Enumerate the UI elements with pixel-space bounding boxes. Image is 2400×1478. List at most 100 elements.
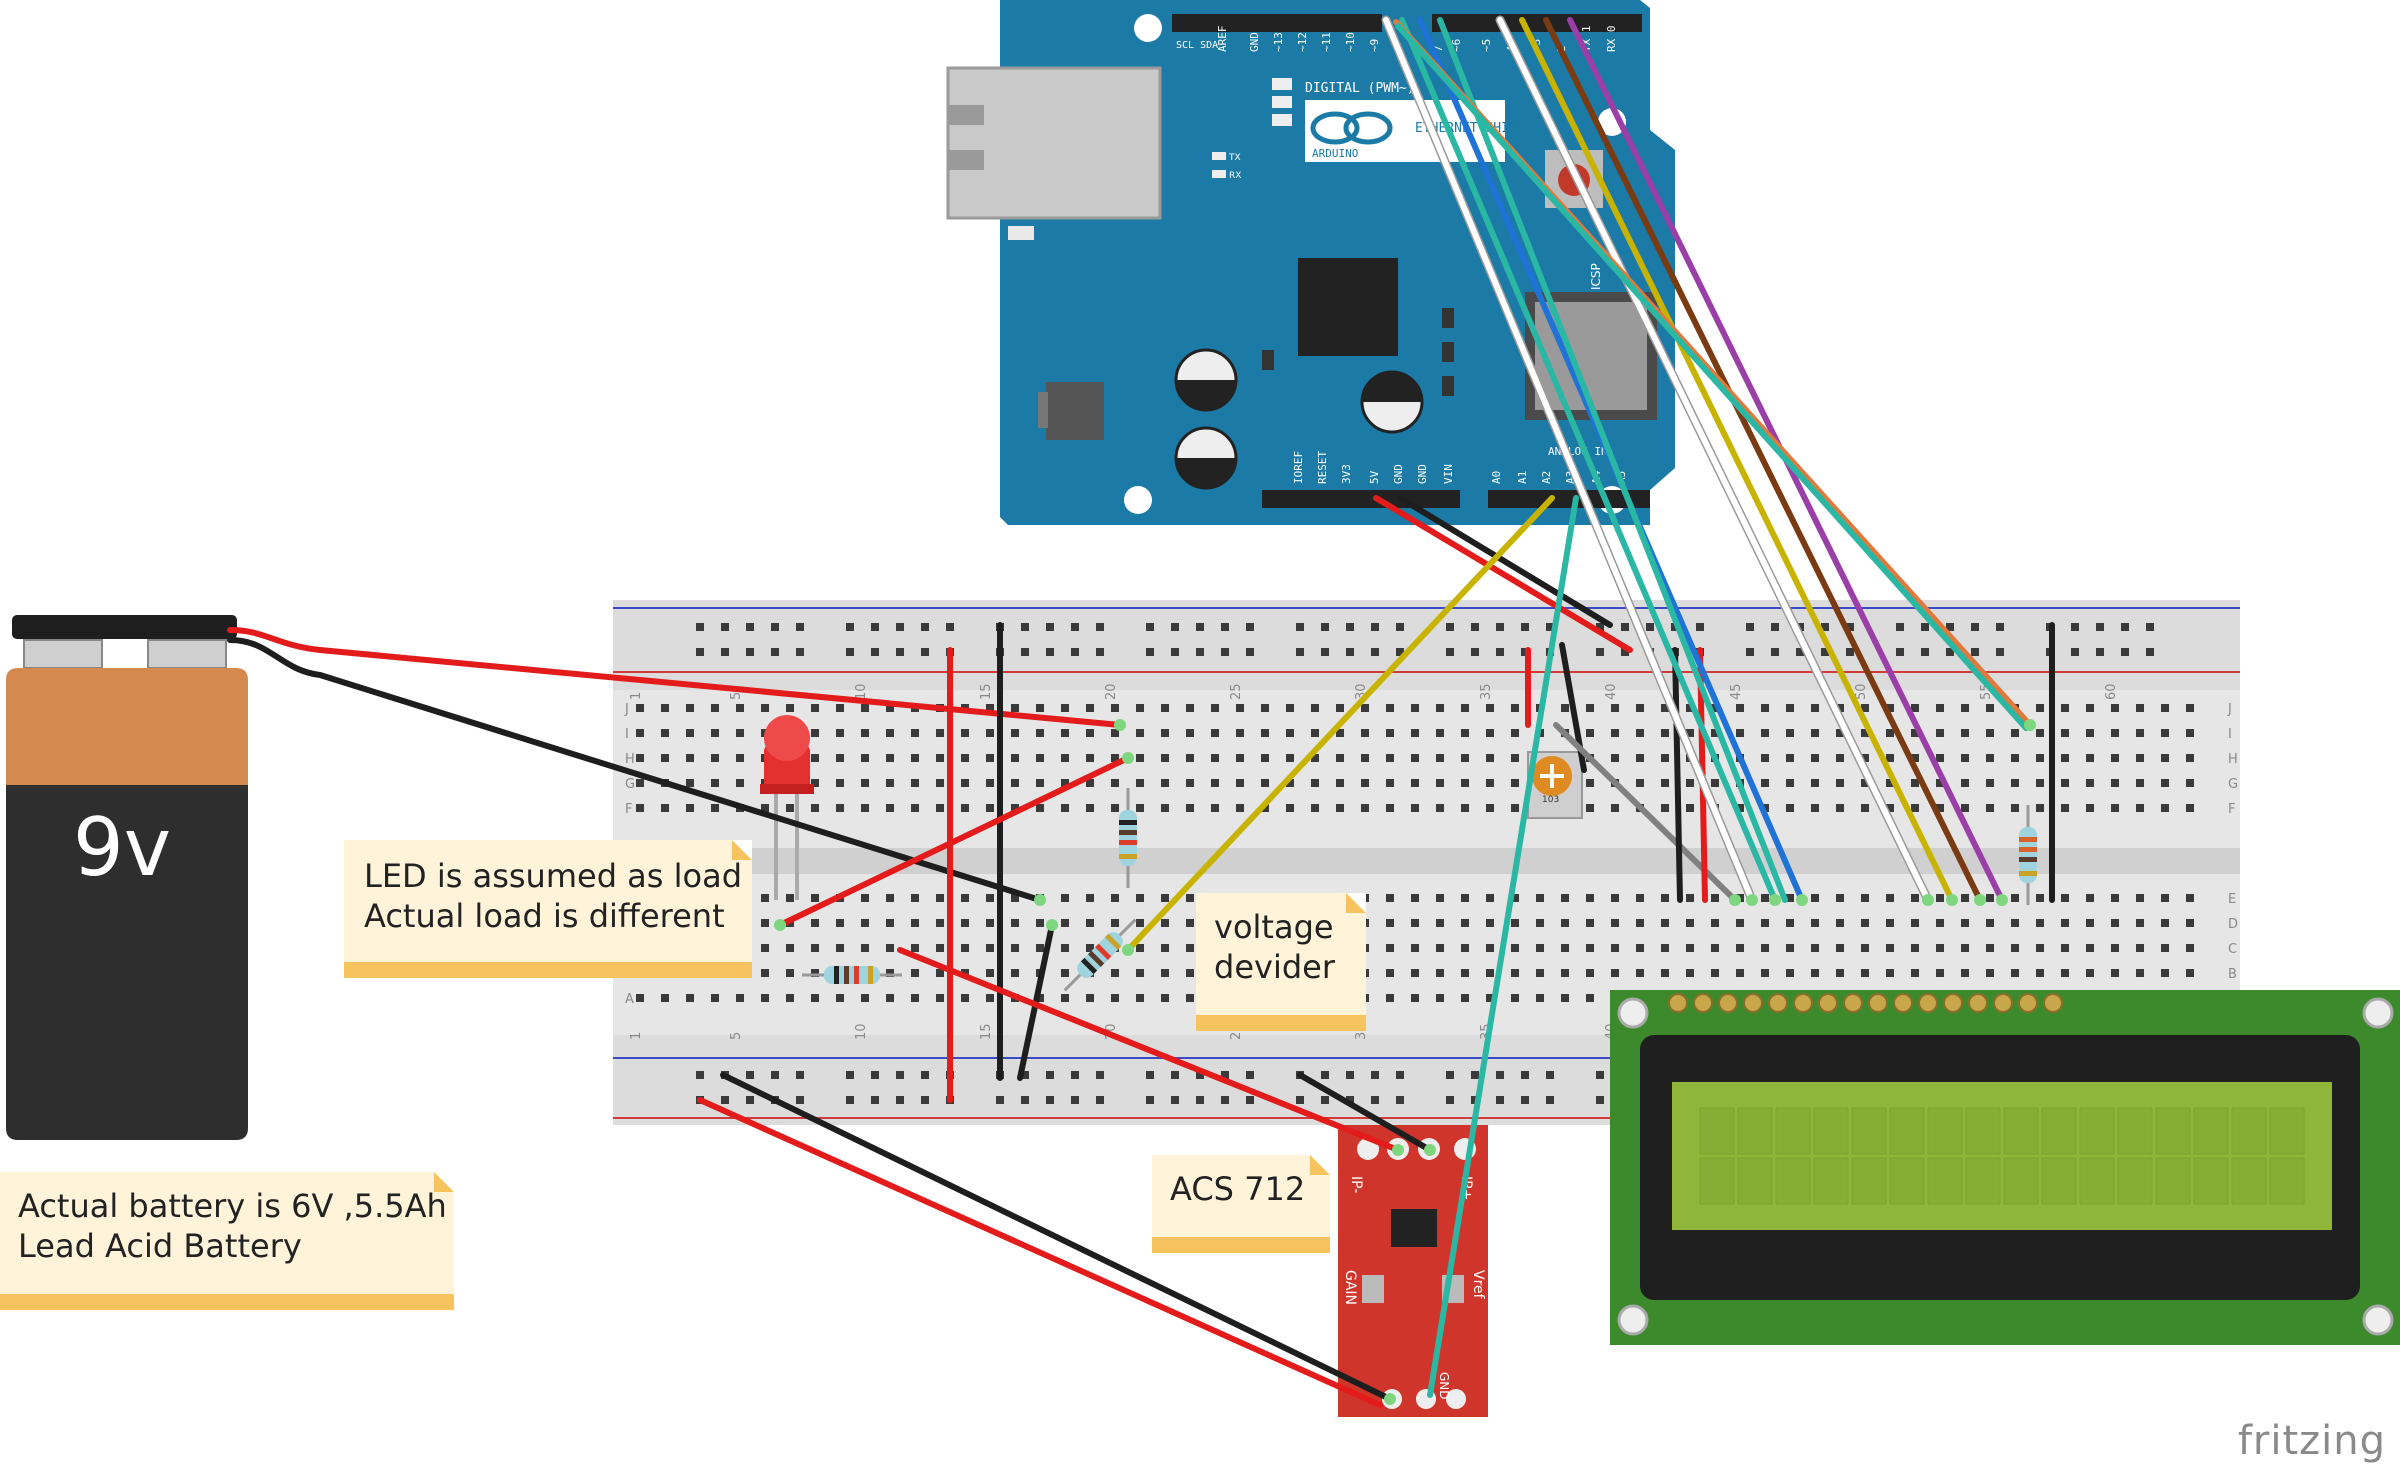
lcd-cell bbox=[1851, 1107, 1887, 1155]
wire-endpoint bbox=[1384, 1393, 1396, 1405]
breadboard-hole bbox=[1386, 754, 1394, 762]
breadboard-hole bbox=[1636, 704, 1644, 712]
lcd-cell bbox=[1965, 1157, 2001, 1205]
breadboard-hole bbox=[2111, 729, 2119, 737]
breadboard-hole bbox=[1436, 804, 1444, 812]
rail-hole bbox=[771, 623, 779, 631]
breadboard-hole bbox=[2011, 779, 2019, 787]
breadboard-hole bbox=[636, 704, 644, 712]
breadboard-hole bbox=[2061, 969, 2069, 977]
rail-hole bbox=[921, 1071, 929, 1079]
breadboard-hole bbox=[1586, 969, 1594, 977]
breadboard-hole bbox=[2111, 894, 2119, 902]
rail-hole bbox=[1346, 1096, 1354, 1104]
rail-hole bbox=[1346, 648, 1354, 656]
rail-hole bbox=[1471, 648, 1479, 656]
svg-text:SCL SDA: SCL SDA bbox=[1176, 40, 1218, 51]
breadboard-hole bbox=[736, 779, 744, 787]
lcd-cell bbox=[1737, 1107, 1773, 1155]
tx-label: TX bbox=[1228, 153, 1241, 163]
wire-endpoint bbox=[1746, 894, 1758, 906]
rail-hole bbox=[1221, 648, 1229, 656]
breadboard-hole bbox=[1536, 969, 1544, 977]
breadboard-hole bbox=[886, 994, 894, 1002]
breadboard-hole bbox=[1461, 754, 1469, 762]
breadboard-hole bbox=[1961, 804, 1969, 812]
breadboard-hole bbox=[1636, 894, 1644, 902]
pin-label: ~10 bbox=[1344, 32, 1357, 52]
lcd-cell bbox=[1699, 1157, 1735, 1205]
breadboard-hole bbox=[1236, 704, 1244, 712]
breadboard-hole bbox=[1061, 779, 1069, 787]
resistor bbox=[1063, 918, 1137, 992]
breadboard-hole bbox=[1511, 754, 1519, 762]
breadboard-hole bbox=[1011, 919, 1019, 927]
breadboard-hole bbox=[861, 894, 869, 902]
lcd-pin bbox=[1793, 993, 1813, 1013]
breadboard-hole bbox=[1786, 919, 1794, 927]
breadboard-hole bbox=[886, 754, 894, 762]
breadboard-hole bbox=[2161, 894, 2169, 902]
breadboard-hole bbox=[1486, 994, 1494, 1002]
rail-hole bbox=[746, 648, 754, 656]
breadboard-hole bbox=[1511, 804, 1519, 812]
breadboard-hole bbox=[1936, 969, 1944, 977]
rail-hole bbox=[721, 648, 729, 656]
breadboard-hole bbox=[1311, 754, 1319, 762]
breadboard-hole bbox=[1786, 754, 1794, 762]
pin-label: ~13 bbox=[1272, 32, 1285, 52]
breadboard-hole bbox=[1711, 894, 1719, 902]
breadboard-hole bbox=[1186, 704, 1194, 712]
breadboard-hole bbox=[2161, 804, 2169, 812]
wire bbox=[1519, 17, 1955, 903]
pin-label: ~11 bbox=[1320, 32, 1333, 52]
breadboard-hole bbox=[1461, 779, 1469, 787]
breadboard-hole bbox=[1836, 804, 1844, 812]
wire bbox=[720, 1072, 1393, 1402]
rx-label: RX bbox=[1229, 171, 1241, 181]
breadboard-hole bbox=[2061, 944, 2069, 952]
breadboard-hole bbox=[1811, 704, 1819, 712]
breadboard-hole bbox=[1586, 804, 1594, 812]
wire bbox=[1437, 17, 1788, 903]
digital-header bbox=[1172, 14, 1642, 32]
breadboard-hole bbox=[986, 804, 994, 812]
rail-hole bbox=[1546, 1096, 1554, 1104]
breadboard-hole bbox=[2111, 779, 2119, 787]
wire bbox=[227, 637, 1043, 903]
rail-hole bbox=[1046, 623, 1054, 631]
breadboard-hole bbox=[2011, 729, 2019, 737]
breadboard-hole bbox=[1361, 779, 1369, 787]
breadboard-hole bbox=[1811, 969, 1819, 977]
breadboard-hole bbox=[711, 754, 719, 762]
breadboard-hole bbox=[811, 754, 819, 762]
rail-hole bbox=[1396, 648, 1404, 656]
breadboard-hole bbox=[1186, 804, 1194, 812]
lcd-pin bbox=[2018, 993, 2038, 1013]
arduino-brand: ARDUINO bbox=[1312, 147, 1358, 160]
breadboard-hole bbox=[1136, 994, 1144, 1002]
breadboard-hole bbox=[2136, 704, 2144, 712]
potentiometer-label: 103 bbox=[1542, 795, 1559, 805]
breadboard-hole bbox=[1636, 729, 1644, 737]
row-letter: A bbox=[625, 992, 634, 1007]
breadboard-hole bbox=[1761, 754, 1769, 762]
breadboard-hole bbox=[861, 944, 869, 952]
breadboard-hole bbox=[986, 919, 994, 927]
breadboard-hole bbox=[1786, 804, 1794, 812]
breadboard-hole bbox=[761, 919, 769, 927]
breadboard-hole bbox=[1761, 969, 1769, 977]
battery-9v: 9v bbox=[6, 615, 248, 1140]
breadboard-hole bbox=[1411, 994, 1419, 1002]
breadboard-hole bbox=[1336, 779, 1344, 787]
breadboard-hole bbox=[1086, 729, 1094, 737]
breadboard-hole bbox=[1661, 969, 1669, 977]
breadboard-hole bbox=[936, 754, 944, 762]
row-letter: C bbox=[2228, 942, 2237, 957]
rail-hole bbox=[696, 1071, 704, 1079]
breadboard-hole bbox=[1686, 704, 1694, 712]
acs712-chip bbox=[1391, 1209, 1437, 1247]
breadboard-hole bbox=[686, 779, 694, 787]
breadboard-hole bbox=[2186, 729, 2194, 737]
